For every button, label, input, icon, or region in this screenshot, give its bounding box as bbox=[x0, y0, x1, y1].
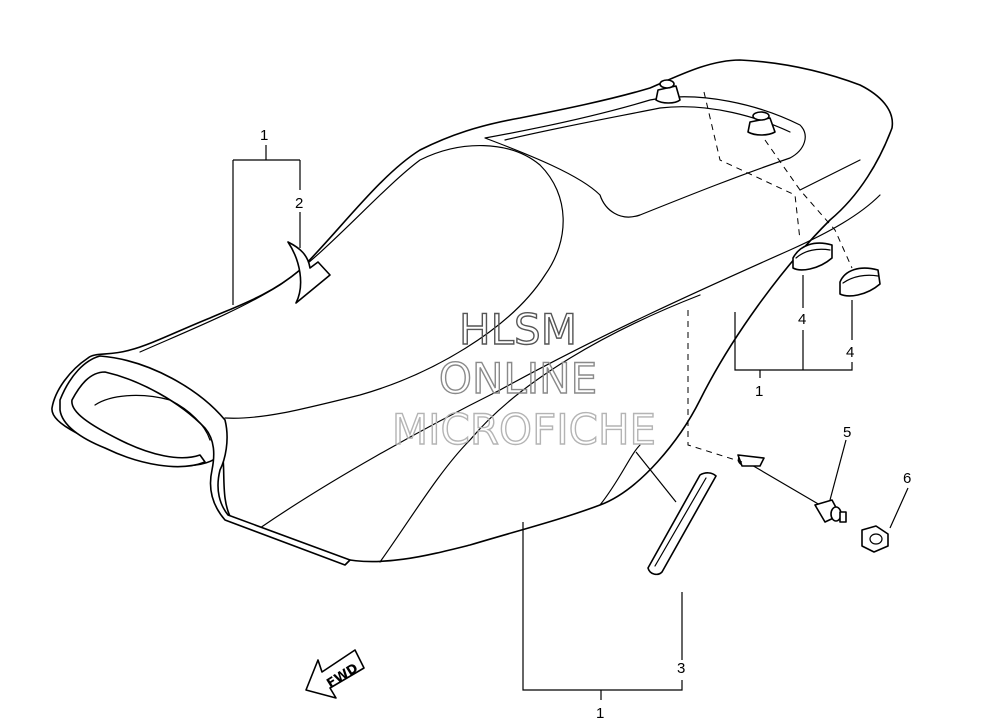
watermark-line-1: HLSM bbox=[459, 305, 577, 354]
seat-strap-edge bbox=[654, 477, 707, 567]
seat-assembly bbox=[51, 59, 894, 566]
watermark: HLSM ONLINE MICROFICHE bbox=[391, 304, 657, 454]
leader-lines bbox=[232, 91, 909, 700]
callout-nut: 6 bbox=[903, 470, 911, 487]
lock-pin-rear bbox=[747, 111, 776, 136]
damper-a-part bbox=[792, 242, 833, 271]
rear-pad bbox=[484, 96, 806, 218]
callout-damper-a: 4 bbox=[798, 311, 806, 328]
side-skirt-line-lower bbox=[379, 294, 701, 563]
seat-strap bbox=[647, 472, 717, 576]
callout-left-assembly: 1 bbox=[260, 127, 268, 144]
lock-pin-front bbox=[655, 79, 681, 104]
damper-b-part bbox=[839, 267, 881, 297]
callouts: 1 2 1 3 1 4 4 5 6 bbox=[260, 127, 911, 722]
callout-damper-b: 4 bbox=[846, 344, 854, 361]
side-edge-right bbox=[599, 159, 861, 506]
fwd-arrow: FWD bbox=[305, 649, 365, 699]
bolt-part bbox=[737, 454, 847, 523]
callout-right-assembly: 1 bbox=[755, 383, 763, 400]
fwd-arrow-shape bbox=[305, 649, 365, 699]
callout-left-part: 2 bbox=[295, 195, 303, 212]
callout-bolt: 5 bbox=[843, 424, 851, 441]
front-strap-detail bbox=[94, 394, 211, 441]
side-skirt-line bbox=[259, 194, 881, 529]
watermark-line-2: ONLINE bbox=[439, 354, 597, 403]
watermark-line-3: MICROFICHE bbox=[392, 405, 656, 454]
callout-bottom-part: 3 bbox=[677, 660, 685, 677]
nut-part bbox=[861, 525, 889, 553]
rider-pad-seam bbox=[139, 145, 564, 419]
callout-bottom-assembly: 1 bbox=[596, 705, 604, 722]
seat-skin-flap bbox=[287, 241, 331, 304]
